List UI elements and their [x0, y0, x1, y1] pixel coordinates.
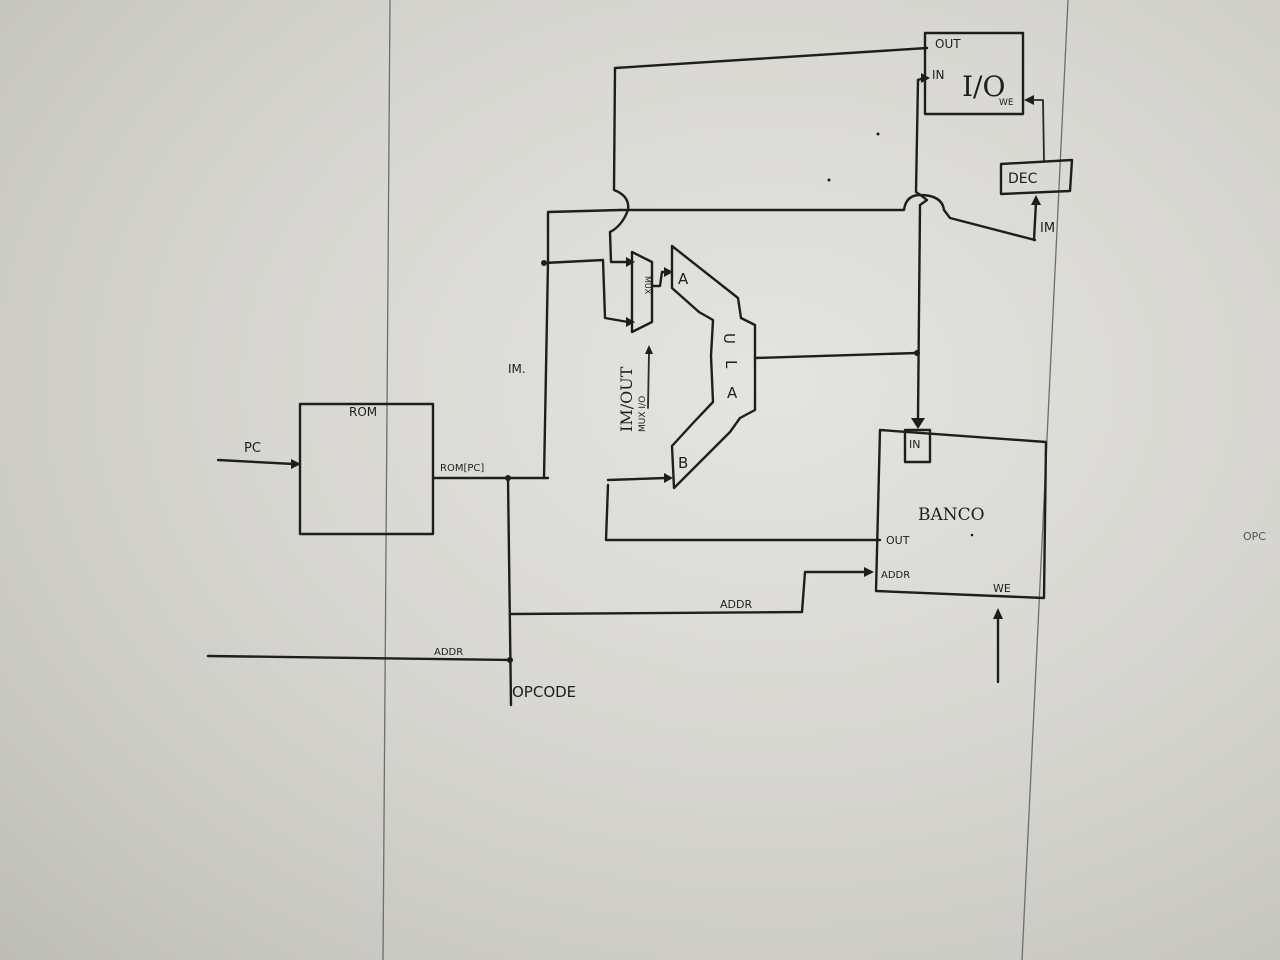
mux-arrow-head	[626, 317, 635, 327]
junction-dot	[505, 475, 511, 481]
alu-b-arrow-head	[664, 473, 673, 483]
ula-label-l: L	[722, 360, 740, 369]
addr-bank-wire	[511, 572, 866, 614]
rom-block	[300, 404, 433, 534]
immediate-label: IM.	[508, 362, 526, 376]
pc-label: PC	[244, 441, 261, 456]
control-im-out-label: IM/OUT	[617, 366, 636, 432]
addr-mid-label: ADDR	[720, 598, 752, 611]
io-out-label: OUT	[935, 37, 961, 51]
stray-dot	[877, 133, 880, 136]
opcode-label: OPCODE	[512, 683, 576, 701]
addr-bottom-wire	[208, 656, 510, 660]
decoder-label: DEC	[1008, 171, 1038, 187]
control-mux-io-label: MUX I/O	[638, 396, 648, 432]
mux-im-input-wire	[544, 260, 628, 322]
control-arrow-head	[645, 345, 653, 354]
rom-label: ROM	[349, 405, 377, 419]
banco-addr-label: ADDR	[881, 570, 910, 581]
decoder-arrow-head	[1031, 195, 1041, 205]
decoder-im-label: IM	[1040, 221, 1055, 236]
control-signal-wire	[648, 352, 649, 408]
mux-to-alu-wire	[652, 272, 666, 286]
io-we-arrow-head	[1024, 95, 1034, 105]
banco-out-label: OUT	[886, 534, 910, 547]
bank-out-to-alu-b-wire	[606, 485, 880, 540]
opcode-bus	[508, 478, 511, 705]
ula-label-a: A	[727, 384, 738, 402]
alu-input-a-label: A	[678, 270, 689, 288]
banco-we-label: WE	[993, 582, 1011, 595]
banco-in-label: IN	[909, 438, 920, 451]
decoder-im-input-wire	[1034, 202, 1036, 240]
banco-we-arrow-head	[993, 608, 1003, 619]
edge-text: OPC	[1243, 530, 1266, 543]
stray-dot	[828, 179, 831, 182]
decoder-im-wire	[620, 195, 1035, 240]
stray-dot	[971, 534, 974, 537]
addr-bottom-label: ADDR	[434, 647, 463, 658]
addr-arrow-head	[864, 567, 874, 577]
io-out-loop-wire	[610, 48, 927, 262]
board-seam-left	[383, 0, 390, 960]
alu-b-input-wire	[608, 478, 665, 480]
alu-output-wire	[755, 353, 917, 358]
ula-label-u: U	[720, 333, 738, 344]
rom-pc-label: ROM[PC]	[440, 463, 484, 474]
mux-label: MUX	[643, 276, 652, 295]
io-in-label: IN	[932, 68, 945, 82]
io-we-label: WE	[999, 98, 1014, 108]
bank-in-arrow-head	[911, 418, 925, 429]
immediate-wire	[544, 210, 620, 478]
pc-input-wire	[218, 460, 294, 464]
io-we-wire	[1032, 100, 1044, 162]
io-bank-bus	[916, 80, 927, 418]
banco-label: BANCO	[918, 505, 985, 525]
alu-input-b-label: B	[678, 454, 688, 472]
